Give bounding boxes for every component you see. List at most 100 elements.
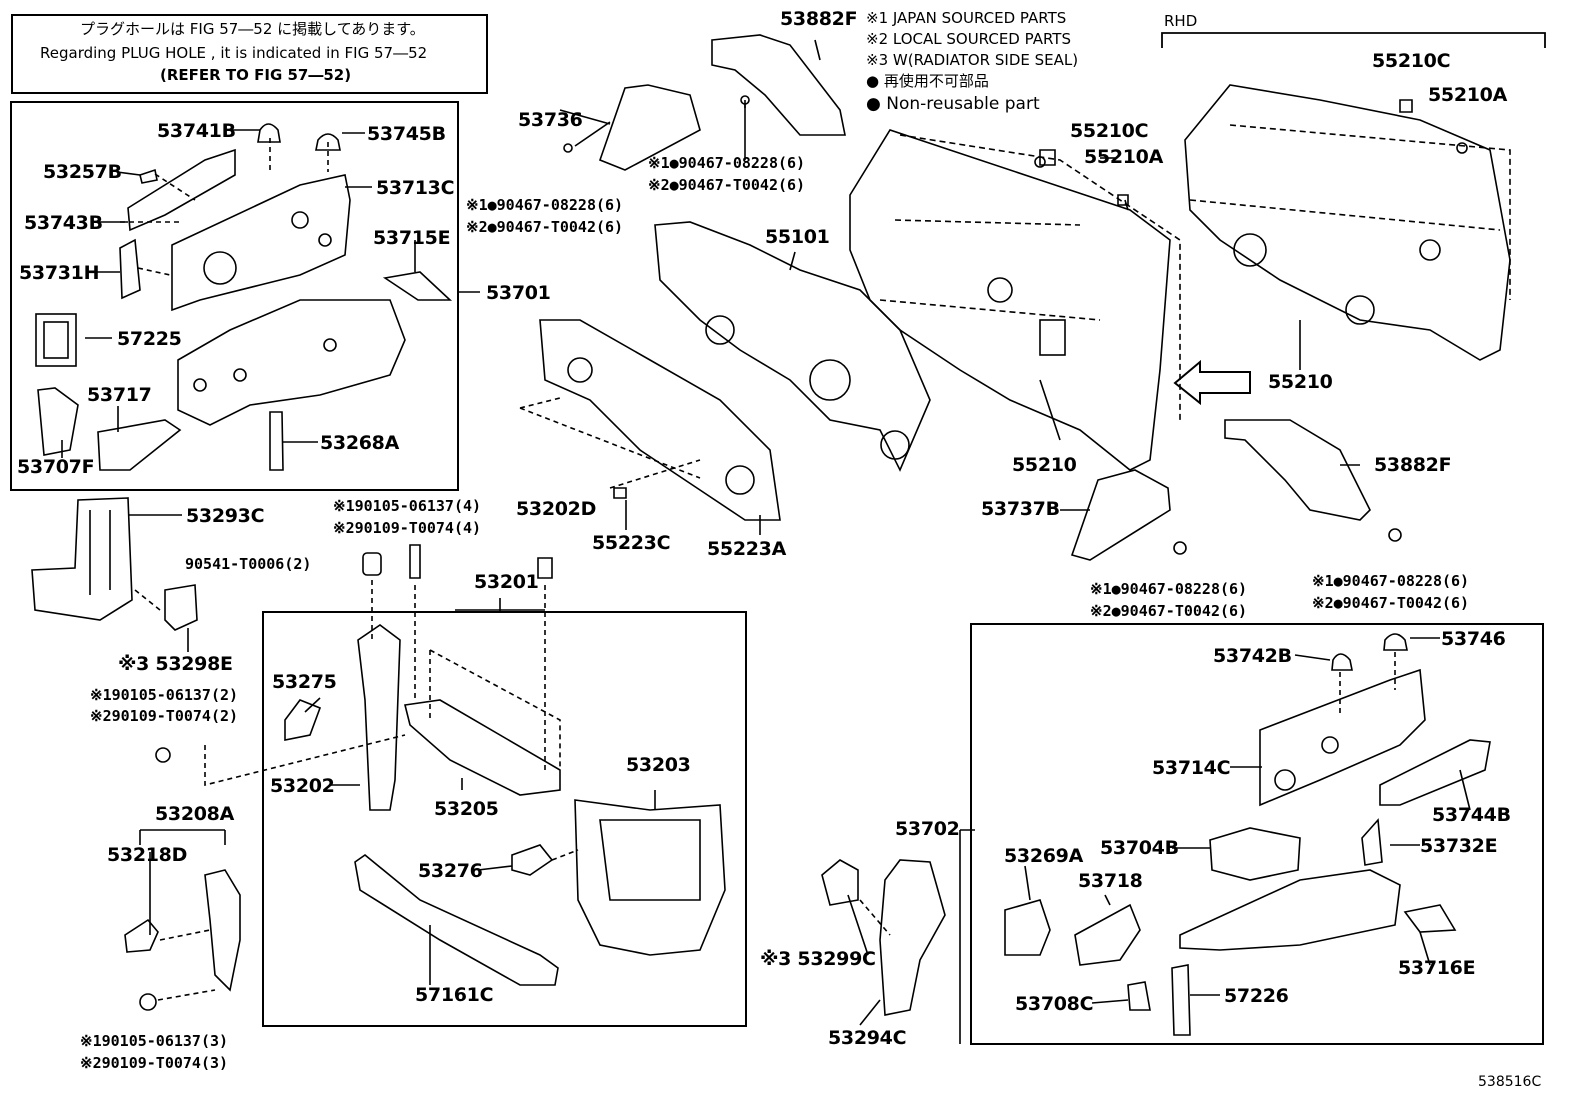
part-53717: [97, 419, 182, 471]
part-53882f-right: [1224, 419, 1371, 521]
label-53203[interactable]: 53203: [626, 754, 691, 776]
direction-arrow: [1173, 359, 1251, 406]
label-53716E[interactable]: 53716E: [1398, 957, 1476, 979]
label-53268A[interactable]: 53268A: [320, 432, 400, 454]
label-53205[interactable]: 53205: [434, 798, 499, 820]
part-53268a: [269, 411, 284, 471]
label-53717[interactable]: 53717: [87, 384, 152, 406]
label-fastener-08228-a[interactable]: ※1●90467-08228(6): [648, 154, 806, 172]
label-53269A[interactable]: 53269A: [1004, 845, 1084, 867]
label-53746[interactable]: 53746: [1441, 628, 1506, 650]
label-57225[interactable]: 57225: [117, 328, 182, 350]
part-53203: [574, 799, 726, 956]
label-53732E[interactable]: 53732E: [1420, 835, 1498, 857]
label-57226[interactable]: 57226: [1224, 985, 1289, 1007]
part-53718: [1074, 903, 1141, 966]
part-53218d: [124, 918, 159, 953]
part-53701: [177, 299, 406, 426]
label-53208A[interactable]: 53208A: [155, 803, 235, 825]
label-55210-rhd[interactable]: 55210: [1268, 371, 1333, 393]
label-bolt-06137-3[interactable]: ※190105-06137(3): [80, 1032, 229, 1050]
label-53714C[interactable]: 53714C: [1152, 757, 1231, 779]
part-53708c: [1127, 981, 1151, 1011]
label-53715E[interactable]: 53715E: [373, 227, 451, 249]
label-fastener-T0042-c[interactable]: ※2●90467-T0042(6): [1090, 602, 1248, 620]
label-55210A-b[interactable]: 55210A: [1428, 84, 1508, 106]
part-57225: [35, 313, 77, 367]
label-53275[interactable]: 53275: [272, 671, 337, 693]
label-55223C[interactable]: 55223C: [592, 532, 671, 554]
label-fastener-T0042-b[interactable]: ※2●90467-T0042(6): [466, 218, 624, 236]
label-fastener-T0042-a[interactable]: ※2●90467-T0042(6): [648, 176, 806, 194]
figure-code: 538516C: [1478, 1074, 1542, 1090]
legend-local-sourced: ※2 LOCAL SOURCED PARTS: [866, 30, 1071, 48]
label-55210C-a[interactable]: 55210C: [1070, 120, 1149, 142]
label-fastener-08228-d[interactable]: ※1●90467-08228(6): [1312, 572, 1470, 590]
label-55210-center[interactable]: 55210: [1012, 454, 1077, 476]
label-55101[interactable]: 55101: [765, 226, 830, 248]
part-53275: [284, 699, 322, 741]
label-53201[interactable]: 53201: [474, 571, 539, 593]
part-53732e: [1361, 818, 1383, 866]
label-fastener-08228-c[interactable]: ※1●90467-08228(6): [1090, 580, 1248, 598]
label-53743B[interactable]: 53743B: [24, 212, 103, 234]
rhd-label: RHD: [1164, 12, 1198, 30]
label-90541[interactable]: 90541-T0006(2): [185, 555, 312, 573]
label-55223A[interactable]: 55223A: [707, 538, 787, 560]
part-53882f-top: [711, 34, 846, 136]
label-53257B[interactable]: 53257B: [43, 161, 122, 183]
left-group-box: [10, 101, 459, 491]
label-53742B[interactable]: 53742B: [1213, 645, 1292, 667]
label-bolt-T0074-3[interactable]: ※290109-T0074(3): [80, 1054, 229, 1072]
part-55210-rhd: [1184, 84, 1511, 361]
label-53736[interactable]: 53736: [518, 109, 583, 131]
label-53731H[interactable]: 53731H: [19, 262, 100, 284]
label-53299C[interactable]: ※3 53299C: [760, 948, 876, 970]
label-53298E[interactable]: ※3 53298E: [118, 653, 233, 675]
label-53744B[interactable]: 53744B: [1432, 804, 1511, 826]
part-55210-center: [849, 129, 1171, 471]
label-bolt-T0074-4[interactable]: ※290109-T0074(4): [333, 519, 482, 537]
label-53293C[interactable]: 53293C: [186, 505, 265, 527]
label-57161C[interactable]: 57161C: [415, 984, 494, 1006]
label-53707F[interactable]: 53707F: [17, 456, 95, 478]
part-53736: [598, 84, 701, 171]
label-53702[interactable]: 53702: [895, 818, 960, 840]
label-53882F-top[interactable]: 53882F: [780, 8, 858, 30]
label-53202[interactable]: 53202: [270, 775, 335, 797]
note-line-refer: (REFER TO FIG 57―52): [160, 66, 352, 84]
label-53294C[interactable]: 53294C: [828, 1027, 907, 1049]
part-53713c: [171, 174, 351, 312]
label-53704B[interactable]: 53704B: [1100, 837, 1179, 859]
label-bolt-06137-4[interactable]: ※190105-06137(4): [333, 497, 482, 515]
label-53701[interactable]: 53701: [486, 282, 551, 304]
rhd-bracket: [1161, 32, 1546, 48]
label-53708C[interactable]: 53708C: [1015, 993, 1094, 1015]
part-53731h: [119, 238, 141, 300]
label-53741B[interactable]: 53741B: [157, 120, 236, 142]
part-57161c: [354, 853, 559, 986]
label-bolt-T0074-2[interactable]: ※290109-T0074(2): [90, 707, 239, 725]
label-53713C[interactable]: 53713C: [376, 177, 455, 199]
label-53718[interactable]: 53718: [1078, 870, 1143, 892]
label-53218D[interactable]: 53218D: [107, 844, 188, 866]
legend-non-reusable-en: ● Non-reusable part: [866, 94, 1040, 114]
label-53745B[interactable]: 53745B: [367, 123, 446, 145]
label-55210A-a[interactable]: 55210A: [1084, 146, 1164, 168]
label-fastener-08228-b[interactable]: ※1●90467-08228(6): [466, 196, 624, 214]
label-53276[interactable]: 53276: [418, 860, 483, 882]
part-53707f: [37, 387, 79, 456]
label-53882F-right[interactable]: 53882F: [1374, 454, 1452, 476]
part-53704b: [1209, 827, 1301, 881]
part-53269a: [1004, 899, 1051, 956]
label-53202D[interactable]: 53202D: [516, 498, 597, 520]
right-group-box: [970, 623, 1544, 1045]
label-55210C-b[interactable]: 55210C: [1372, 50, 1451, 72]
part-53205: [404, 699, 561, 796]
label-53737B[interactable]: 53737B: [981, 498, 1060, 520]
part-55101: [654, 221, 931, 472]
part-53744b: [1379, 739, 1491, 806]
label-fastener-T0042-d[interactable]: ※2●90467-T0042(6): [1312, 594, 1470, 612]
label-bolt-06137-2[interactable]: ※190105-06137(2): [90, 686, 239, 704]
